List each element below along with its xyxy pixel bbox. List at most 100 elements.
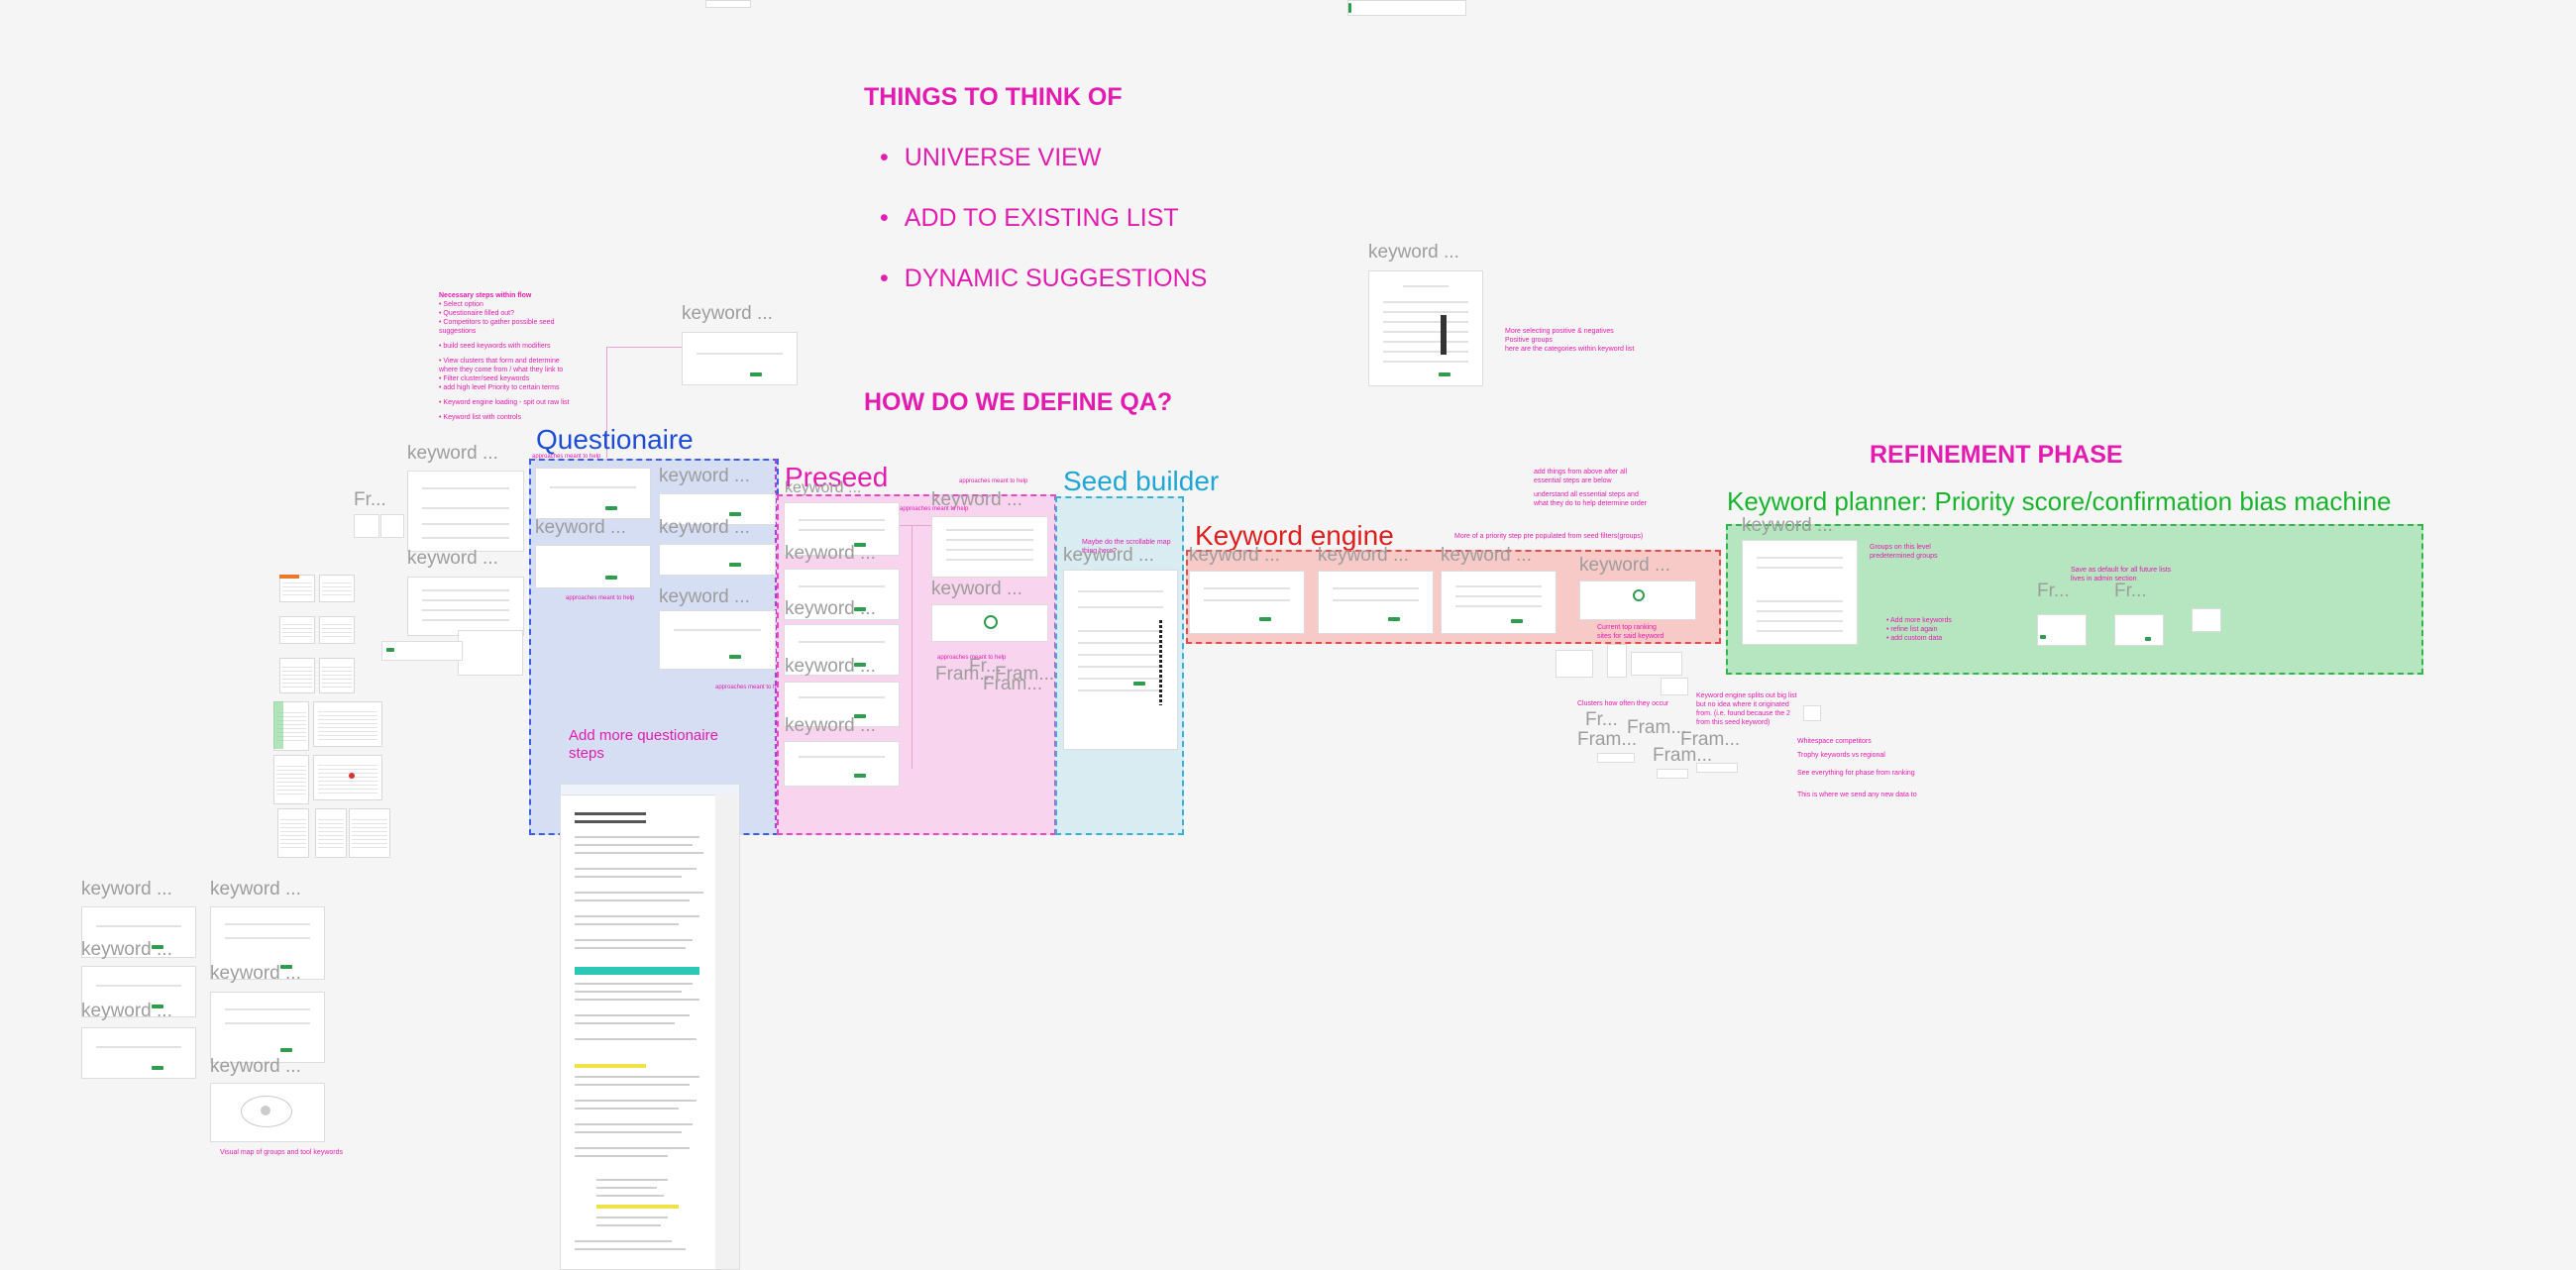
frame-label: keyword ... [785, 543, 876, 564]
questionaire-frame[interactable] [659, 610, 776, 670]
cluster-frame[interactable] [1803, 705, 1821, 721]
spreadsheet-thumb[interactable] [273, 755, 309, 804]
step-item: where they come from / what they link to [439, 367, 564, 373]
spreadsheet-thumb[interactable] [277, 808, 309, 858]
seed-builder-frame[interactable] [1063, 570, 1178, 750]
questionaire-frame[interactable] [659, 493, 776, 525]
step-item: • Questionaire filled out? [439, 310, 514, 317]
note-q-small: approaches meant to help [566, 595, 635, 601]
frame-label: keyword ... [81, 1001, 172, 1021]
small-frame[interactable] [380, 514, 404, 538]
step-item: • Select option [439, 301, 483, 308]
questionaire-frame[interactable] [659, 544, 776, 576]
bullet-universe-view: UNIVERSE VIEW [880, 144, 1102, 172]
keyword-frame-grid[interactable] [407, 471, 524, 552]
connector [900, 525, 931, 526]
cluster-frame[interactable] [1696, 763, 1738, 773]
frame-label: keyword ... [1063, 545, 1154, 566]
frame-label: keyword ... [210, 879, 301, 900]
frame-label: Fr... [354, 489, 386, 510]
frame-top-left[interactable] [705, 0, 751, 8]
steps-note-list: • Select option • Questionaire filled ou… [439, 300, 570, 422]
bullet-dynamic-suggestions: DYNAMIC SUGGESTIONS [880, 265, 1208, 293]
note-q-right: approaches meant to help [715, 685, 785, 690]
frame-top-center[interactable] [1347, 0, 1466, 16]
spreadsheet-thumb[interactable] [349, 808, 390, 858]
keyword-frame-table[interactable] [407, 577, 524, 636]
small-frame-popup[interactable] [458, 630, 523, 676]
cluster-frame[interactable] [1597, 753, 1635, 763]
keyword-frame-bottom[interactable] [81, 906, 196, 958]
note-add-custom: • add custom data [1886, 635, 1943, 642]
preseed-frame[interactable] [784, 682, 900, 727]
planner-small-frame[interactable] [2037, 614, 2087, 646]
note-selecting-positive: More selecting positive & negatives [1505, 328, 1614, 335]
cluster-frame[interactable] [1607, 644, 1627, 678]
note-understand-steps: understand all essential steps and what … [1534, 491, 1648, 507]
spreadsheet-thumb[interactable] [315, 808, 347, 858]
cluster-frame[interactable] [1631, 652, 1682, 676]
frame-label: keyword ... [785, 656, 876, 677]
planner-small-frame[interactable] [2192, 608, 2221, 632]
cluster-frame[interactable] [1556, 650, 1593, 678]
note-positive-groups: Positive groups [1505, 337, 1553, 344]
preseed-frame[interactable] [784, 741, 900, 787]
planner-frame[interactable] [1742, 540, 1858, 645]
preseed-frame[interactable] [784, 624, 900, 676]
step-item: suggestions [439, 328, 477, 335]
spreadsheet-thumb[interactable] [319, 658, 355, 693]
frame-label: keyword ... [659, 517, 750, 538]
keyword-frame-visual-map[interactable] [210, 1083, 325, 1142]
frame-label: keyword ... [81, 939, 172, 960]
things-to-think-of-heading: THINGS TO THINK OF [864, 83, 1123, 111]
preseed-frame-loading[interactable] [931, 604, 1048, 642]
frame-label: Fram... [1653, 745, 1713, 766]
keyword-frame-bottom[interactable] [81, 1027, 196, 1079]
small-frame[interactable] [354, 514, 379, 538]
steps-note-title: Necessary steps within flow [439, 292, 532, 299]
engine-frame-loading[interactable] [1579, 581, 1696, 620]
planner-small-frame[interactable] [2114, 614, 2164, 646]
frame-label: Fr... [2114, 581, 2147, 601]
frame-label: keyword ... [785, 479, 862, 496]
frame-label: Fram... [935, 664, 996, 685]
spreadsheet-thumb[interactable] [319, 575, 355, 602]
cluster-frame[interactable] [1661, 678, 1688, 695]
spreadsheet-thumb[interactable] [279, 658, 315, 693]
keyword-frame-bottom[interactable] [210, 992, 325, 1063]
preseed-frame-list[interactable] [931, 516, 1048, 578]
spreadsheet-thumb[interactable] [319, 616, 355, 644]
section-title-keyword-planner: Keyword planner: Priority score/confirma… [1727, 486, 2392, 516]
note-maybe-scrollable: Maybe do the scrollable map thing here? [1082, 539, 1171, 555]
step-item: • View clusters that form and determine [439, 358, 560, 365]
keyword-frame[interactable] [682, 332, 798, 385]
frame-label: keyword ... [1368, 242, 1459, 263]
keyword-frame-bottom[interactable] [81, 966, 196, 1017]
keyword-frame-bottom[interactable] [210, 906, 325, 980]
note-categories: here are the categories within keyword l… [1505, 346, 1635, 353]
document-frame[interactable] [560, 784, 740, 1270]
keyword-frame-list[interactable] [1368, 270, 1483, 386]
chart-thumb[interactable] [313, 701, 382, 747]
spreadsheet-thumb[interactable] [279, 575, 315, 602]
note-current-top: Current top ranking sites for said keywo… [1597, 624, 1664, 640]
frame-label: keyword ... [81, 879, 172, 900]
chart-thumb[interactable] [313, 755, 382, 800]
preseed-frame[interactable] [784, 569, 900, 620]
note-preseed-top: approaches meant to help [959, 478, 1028, 484]
small-frame-bar[interactable] [381, 641, 463, 661]
questionaire-frame[interactable] [535, 545, 651, 588]
engine-frame[interactable] [1189, 571, 1305, 634]
spreadsheet-thumb[interactable] [279, 616, 315, 644]
engine-frame[interactable] [1441, 571, 1556, 634]
engine-frame[interactable] [1318, 571, 1434, 634]
questionaire-frame[interactable] [535, 468, 651, 519]
cluster-frame[interactable] [1657, 769, 1688, 779]
frame-label: keyword ... [682, 303, 773, 324]
section-divider [775, 459, 777, 831]
frame-label: keyword ... [785, 598, 876, 619]
frame-label: keyword ... [659, 586, 750, 607]
frame-label: Fram... [995, 664, 1055, 685]
frame-label: keyword ... [1579, 555, 1670, 576]
preseed-frame[interactable] [784, 502, 900, 556]
